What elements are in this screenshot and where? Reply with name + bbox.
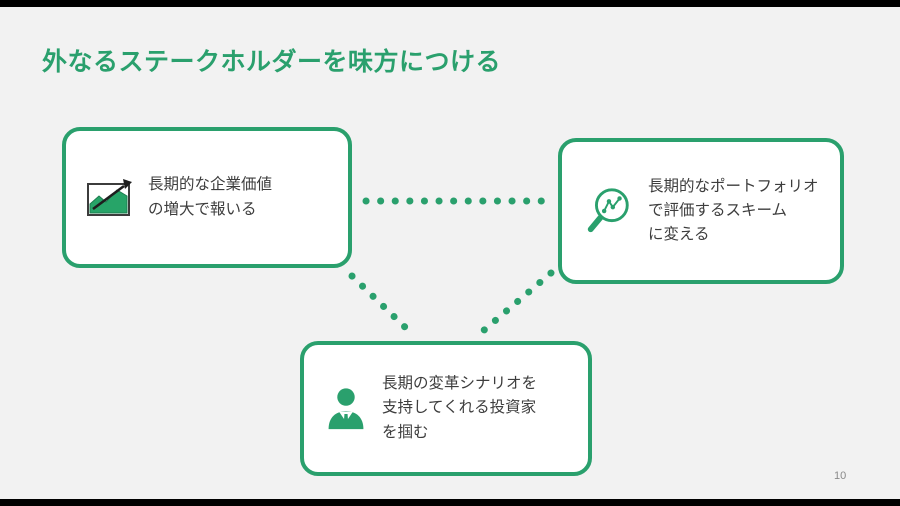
slide-title: 外なるステークホルダーを味方につける: [42, 48, 502, 76]
card-portfolio-scheme: 長期的なポートフォリオ で評価するスキーム に変える: [558, 138, 844, 284]
page-number: 10: [834, 470, 847, 482]
card-text: 長期的な企業価値 の増大で報いる: [148, 176, 273, 218]
card-investors: 長期の変革シナリオを 支持してくれる投資家 を掴む: [300, 341, 592, 476]
dotted-line-left-diagonal: [348, 272, 412, 334]
letterbox-bottom: [0, 499, 900, 506]
magnifier-chart-icon: [582, 185, 634, 237]
growth-chart-icon: [86, 177, 134, 219]
dotted-line-right-diagonal: [479, 269, 555, 335]
letterbox-top: [0, 0, 900, 7]
card-text: 長期の変革シナリオを 支持してくれる投資家 を掴む: [382, 375, 538, 441]
investor-icon: [324, 386, 368, 432]
card-corporate-value: 長期的な企業価値 の増大で報いる: [62, 127, 352, 268]
card-text: 長期的なポートフォリオ で評価するスキーム に変える: [648, 177, 819, 243]
